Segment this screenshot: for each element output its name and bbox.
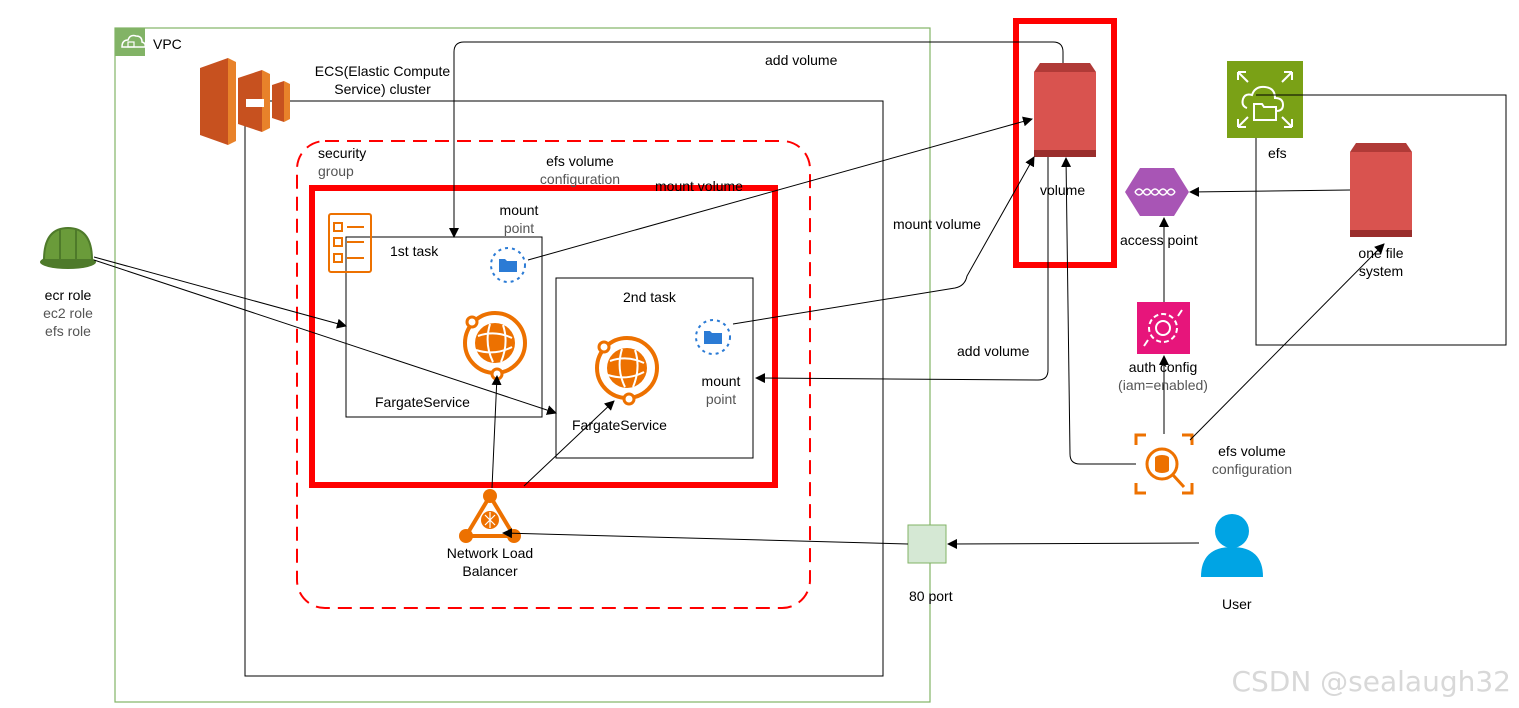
second-task-mount-point-line1: mount	[701, 373, 741, 389]
efs-volume-config-inner-line1: efs volume	[546, 153, 614, 169]
edge-port-to-nlb	[502, 528, 909, 545]
one-file-system-line2: system	[1358, 263, 1404, 279]
efs-volume-configuration-icon	[1134, 433, 1194, 495]
nlb-line2: Balancer	[462, 563, 518, 579]
fargate-service-1-icon	[463, 311, 527, 381]
port-80-label: 80 port	[909, 588, 953, 604]
roles-line3: efs role	[45, 323, 91, 339]
first-task-mount-point-label: mount point	[486, 201, 552, 237]
auth-config-line2: (iam=enabled)	[1118, 377, 1208, 393]
vpc-boundary	[114, 27, 931, 703]
highlight-box-volume	[1013, 18, 1117, 268]
edge-efs-config-to-volume	[1061, 157, 1136, 465]
first-task-title: 1st task	[390, 243, 439, 259]
security-group-label: security group	[318, 144, 366, 180]
volume-label: volume	[1040, 182, 1086, 198]
ecs-cluster-label: ECS(Elastic Compute Service) cluster	[300, 62, 465, 98]
volume-icon	[1034, 63, 1096, 157]
security-group-label-line1: security	[318, 145, 367, 161]
first-task-service-label: FargateService	[375, 394, 470, 410]
efs-icon	[1227, 61, 1303, 138]
first-task-mount-point-line1: mount	[499, 202, 539, 218]
efs-group-box	[1255, 94, 1507, 346]
edge-add-volume-right	[755, 157, 1049, 384]
roles-label: ecr role ec2 role efs role	[30, 286, 106, 340]
watermark: CSDN @sealaugh32	[1231, 665, 1511, 698]
efs-volume-config-inner-label: efs volume configuration	[520, 152, 640, 188]
nlb-label: Network Load Balancer	[430, 544, 550, 580]
edge-add-volume-top	[449, 41, 1064, 238]
efs-volume-config-outer-line1: efs volume	[1218, 443, 1286, 459]
second-task-box	[555, 277, 754, 459]
edge-roles-to-first-task	[93, 256, 347, 329]
edge-roles-to-second-task	[93, 259, 557, 415]
ecs-cluster-label-line1: ECS(Elastic Compute	[314, 63, 451, 79]
edge-mount-volume-right	[732, 156, 1035, 325]
port-80-box	[907, 524, 947, 564]
network-load-balancer-icon	[459, 489, 521, 543]
access-point-label: access point	[1120, 232, 1198, 248]
efs-label: efs	[1268, 145, 1287, 161]
mount-point-1-icon	[490, 247, 526, 283]
one-file-system-line1: one file	[1358, 245, 1404, 261]
mount-volume-inner-label: mount volume	[655, 178, 743, 194]
edge-label-add-volume-right: add volume	[957, 343, 1030, 359]
roles-line1: ecr role	[44, 287, 92, 303]
nlb-line1: Network Load	[446, 545, 534, 561]
vpc-icon	[115, 28, 146, 56]
vpc-label: VPC	[153, 36, 182, 52]
security-group-label-line2: group	[318, 163, 354, 179]
one-file-system-label: one file system	[1345, 244, 1417, 280]
security-group-boundary	[296, 140, 811, 609]
auth-config-label: auth config (iam=enabled)	[1104, 358, 1222, 394]
iam-role-helmet-icon	[40, 226, 96, 269]
first-task-mount-point-line2: point	[503, 220, 535, 236]
roles-line2: ec2 role	[43, 305, 93, 321]
second-task-service-label: FargateService	[572, 417, 667, 433]
mount-point-2-icon	[695, 319, 731, 355]
fargate-service-2-icon	[595, 336, 659, 406]
one-file-system-icon	[1350, 143, 1412, 237]
user-icon	[1201, 514, 1263, 577]
second-task-mount-point-line2: point	[705, 391, 737, 407]
ecs-cluster-label-line2: Service) cluster	[334, 81, 431, 97]
edge-nlb-to-fargate2	[523, 400, 615, 487]
edge-efs-config-to-filesystem	[1189, 243, 1385, 441]
highlight-box-tasks	[309, 185, 778, 488]
edge-filesystem-to-access-point	[1189, 186, 1351, 197]
second-task-mount-point-label: mount point	[688, 372, 754, 408]
ecs-icon	[200, 58, 290, 145]
edge-nlb-to-fargate1	[491, 375, 502, 489]
edge-mount-point1-to-volume	[527, 116, 1033, 261]
edge-label-mount-volume: mount volume	[893, 216, 981, 232]
second-task-title: 2nd task	[623, 289, 676, 305]
edge-label-add-volume-top: add volume	[765, 52, 838, 68]
task-definition-icon	[328, 213, 372, 273]
efs-volume-config-inner-line2: configuration	[539, 171, 621, 187]
edge-user-to-port	[947, 538, 1200, 549]
access-point-icon	[1125, 168, 1189, 216]
user-label: User	[1222, 596, 1252, 612]
ecs-cluster-box	[244, 100, 884, 677]
efs-volume-config-outer-label: efs volume configuration	[1200, 442, 1304, 478]
auth-config-icon	[1137, 302, 1190, 354]
auth-config-line1: auth config	[1128, 359, 1198, 375]
efs-volume-config-outer-line2: configuration	[1211, 461, 1293, 477]
